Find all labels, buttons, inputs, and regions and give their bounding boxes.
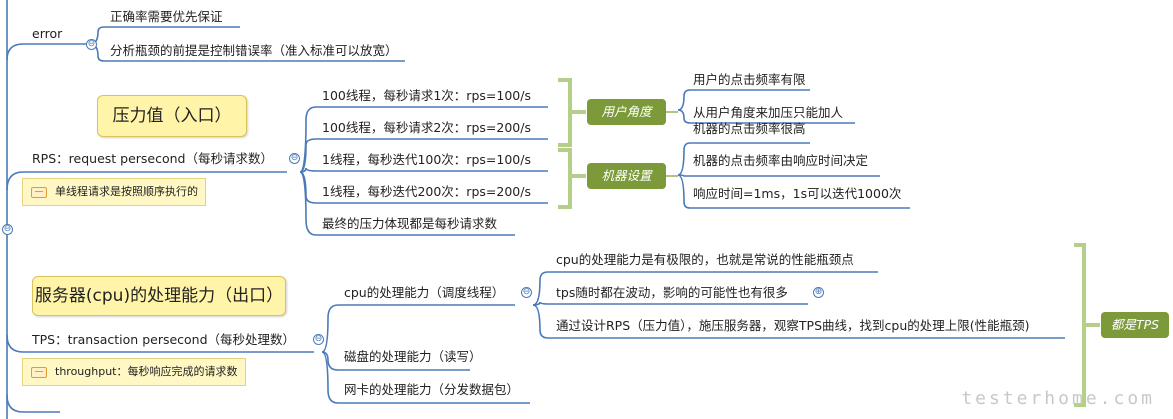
node-error-child-1[interactable]: 正确率需要优先保证: [110, 9, 223, 24]
tag-all-tps[interactable]: 都是TPS: [1101, 312, 1169, 338]
tps-note-text: throughput：每秒响应完成的请求数: [55, 365, 238, 378]
node-tps-child-1[interactable]: cpu的处理能力（调度线程）: [344, 285, 505, 300]
tag-machine-setting[interactable]: 机器设置: [587, 163, 666, 189]
note-icon: [31, 187, 47, 198]
root-collapse-icon[interactable]: ⊖: [2, 224, 13, 235]
node-user-child-1[interactable]: 用户的点击频率有限: [693, 72, 806, 87]
node-rps-child-3[interactable]: 1线程，每秒迭代100次：rps=100/s: [322, 152, 531, 167]
cpu-child-2-expand-icon[interactable]: ⊕: [813, 287, 824, 298]
node-rps-child-2[interactable]: 100线程，每秒请求2次：rps=200/s: [322, 120, 531, 135]
rps-callout[interactable]: 压力值（入口）: [97, 95, 247, 137]
node-error-child-2[interactable]: 分析瓶颈的前提是控制错误率（准入标准可以放宽）: [110, 43, 398, 58]
node-cpu-child-1[interactable]: cpu的处理能力是有极限的，也就是常说的性能瓶颈点: [556, 252, 854, 267]
watermark: testerhome.com: [961, 388, 1155, 409]
node-cpu-child-2[interactable]: tps随时都在波动，影响的可能性也有很多: [556, 285, 788, 300]
node-tps-child-3[interactable]: 网卡的处理能力（分发数据包）: [344, 382, 520, 397]
node-cpu-child-3[interactable]: 通过设计RPS（压力值），施压服务器，观察TPS曲线，找到cpu的处理上限(性能…: [556, 318, 1030, 333]
node-rps[interactable]: RPS：request persecond（每秒请求数）: [32, 151, 273, 166]
tps-note[interactable]: throughput：每秒响应完成的请求数: [22, 358, 246, 386]
tag-user-angle[interactable]: 用户角度: [587, 99, 666, 125]
node-machine-child-2[interactable]: 机器的点击频率由响应时间决定: [693, 153, 869, 168]
error-collapse-icon[interactable]: ⊖: [86, 39, 97, 50]
rps-note-text: 单线程请求是按照顺序执行的: [55, 185, 198, 198]
node-rps-child-4[interactable]: 1线程，每秒迭代200次：rps=200/s: [322, 184, 531, 199]
cpu-collapse-icon[interactable]: ⊖: [521, 287, 532, 298]
node-tps[interactable]: TPS：transaction persecond（每秒处理数）: [32, 332, 296, 347]
node-tps-child-2[interactable]: 磁盘的处理能力（读写）: [344, 349, 482, 364]
node-rps-child-1[interactable]: 100线程，每秒请求1次：rps=100/s: [322, 88, 531, 103]
note-icon: [31, 367, 47, 378]
node-machine-child-1[interactable]: 机器的点击频率很高: [693, 121, 806, 136]
node-error[interactable]: error: [32, 26, 63, 41]
tps-collapse-icon[interactable]: ⊖: [313, 334, 324, 345]
rps-collapse-icon[interactable]: ⊖: [289, 153, 300, 164]
node-rps-child-5[interactable]: 最终的压力体现都是每秒请求数: [322, 216, 498, 231]
node-machine-child-3[interactable]: 响应时间=1ms，1s可以迭代1000次: [693, 186, 902, 201]
tps-callout[interactable]: 服务器(cpu)的处理能力（出口）: [32, 276, 286, 316]
node-user-child-2[interactable]: 从用户角度来加压只能加人: [693, 105, 844, 120]
rps-note[interactable]: 单线程请求是按照顺序执行的: [22, 178, 206, 206]
